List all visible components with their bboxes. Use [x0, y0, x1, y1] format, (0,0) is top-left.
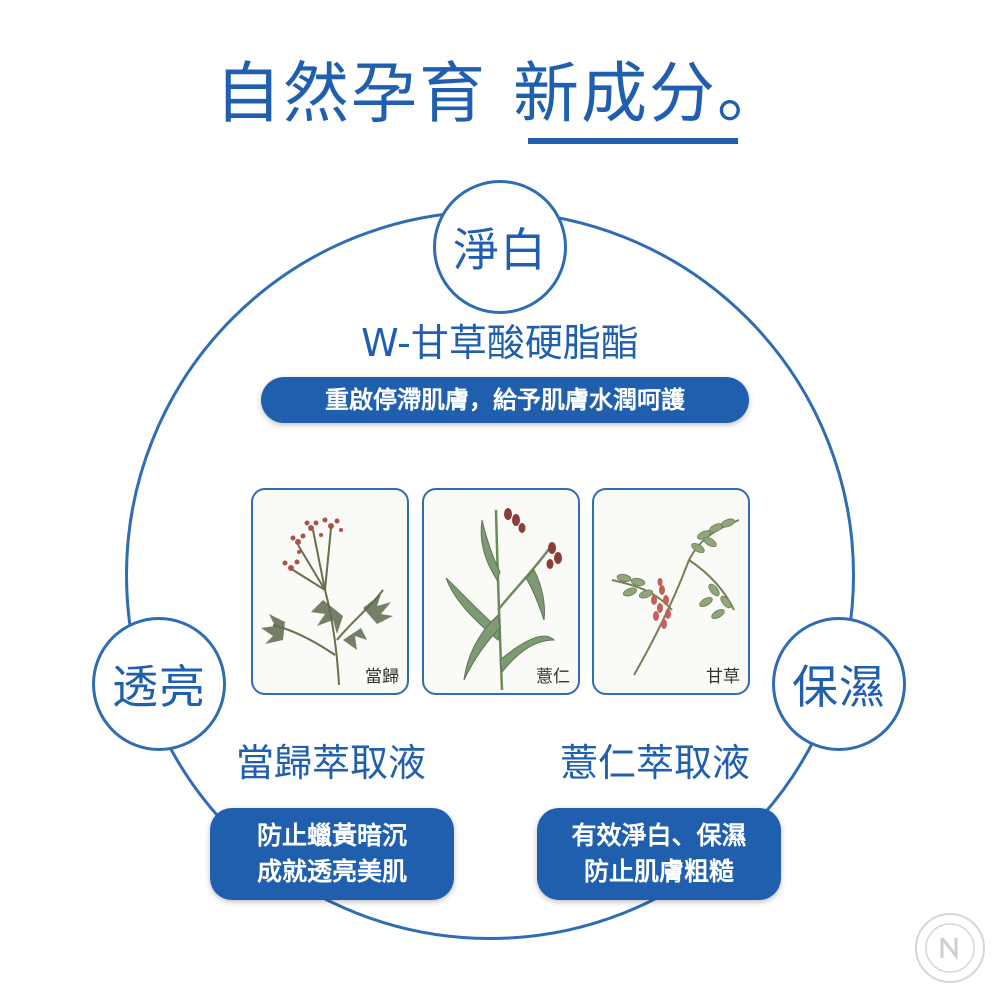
benefit-box-coix: 有效淨白、保濕 防止肌膚粗糙 [537, 808, 781, 900]
node-moisturizing: 保濕 [772, 617, 906, 751]
node-whitening: 淨白 [433, 180, 567, 314]
ingredient-description: 重啟停滯肌膚，給予肌膚水潤呵護 [261, 377, 749, 423]
benefit-coix-line1: 有效淨白、保濕 [571, 821, 747, 850]
card-label-licorice: 甘草 [706, 667, 740, 687]
headline-part2: 新成分。 [513, 55, 785, 132]
extract-title-angelica: 當歸萃取液 [235, 741, 426, 785]
node-brightening: 透亮 [92, 617, 226, 751]
node-whitening-label: 淨白 [453, 223, 547, 277]
node-brightening-label: 透亮 [112, 660, 206, 714]
headline-part1: 自然孕育 [215, 55, 487, 132]
benefit-coix-line2: 防止肌膚粗糙 [583, 857, 734, 886]
angelica-illustration-icon [261, 517, 393, 686]
node-moisturizing-label: 保濕 [792, 660, 886, 714]
headline-underline [528, 138, 738, 144]
card-label-angelica: 當歸 [365, 667, 399, 687]
plant-card-licorice: 甘草 [592, 488, 750, 695]
extract-title-coix: 薏仁萃取液 [559, 741, 750, 785]
benefit-angelica-line2: 成就透亮美肌 [256, 857, 407, 886]
plant-card-coix: 薏仁 [422, 488, 580, 695]
card-label-coix: 薏仁 [536, 667, 570, 687]
ingredient-name: W-甘草酸硬脂酯 [361, 321, 639, 365]
benefit-angelica-line1: 防止蠟黃暗沉 [256, 821, 407, 850]
benefit-box-angelica: 防止蠟黃暗沉 成就透亮美肌 [210, 808, 454, 900]
plant-card-angelica: 當歸 [251, 488, 409, 695]
headline: 自然孕育新成分。 [0, 52, 1000, 136]
coix-seed-illustration-icon [445, 508, 562, 691]
licorice-illustration-icon [611, 518, 740, 676]
brand-seal-icon [915, 913, 985, 983]
